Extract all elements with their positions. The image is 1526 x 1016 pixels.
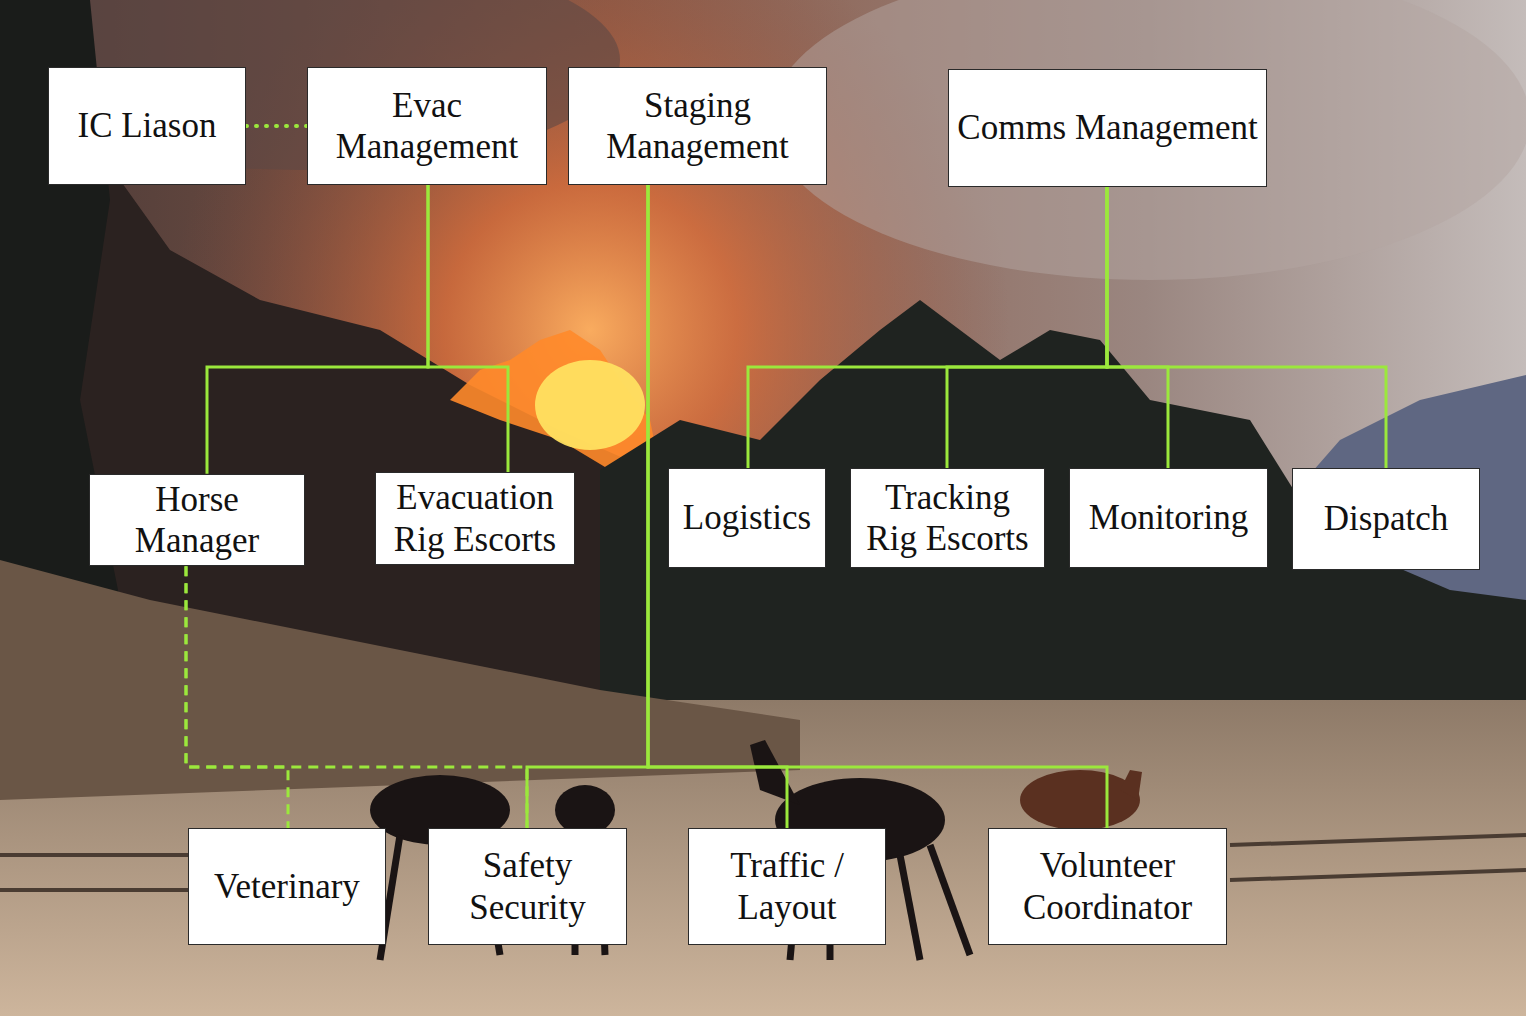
box-label: Safety Security xyxy=(437,845,618,928)
connector-line xyxy=(1107,187,1168,468)
org-box: Comms Management xyxy=(948,69,1267,187)
horse-head xyxy=(1120,770,1142,800)
connector-line xyxy=(947,187,1107,468)
box-label: Tracking Rig Escorts xyxy=(859,477,1036,560)
org-box: Horse Manager xyxy=(89,474,305,567)
flames xyxy=(450,330,660,470)
flame-core xyxy=(535,360,645,450)
box-label: Volunteer Coordinator xyxy=(997,845,1218,928)
box-label: Evacuation Rig Escorts xyxy=(384,477,566,560)
box-label: Comms Management xyxy=(957,107,1258,148)
org-box: Monitoring xyxy=(1069,468,1268,568)
horse-leg xyxy=(900,855,920,960)
org-box: IC Liason xyxy=(48,67,246,185)
brown-horse xyxy=(1020,770,1142,830)
box-label: Monitoring xyxy=(1078,497,1259,538)
org-box: Evacuation Rig Escorts xyxy=(375,472,575,565)
box-label: Staging Management xyxy=(577,85,818,168)
dashed-connector xyxy=(186,566,288,828)
fence-rail xyxy=(0,888,190,892)
connector-line xyxy=(748,187,1107,468)
box-label: Dispatch xyxy=(1301,498,1471,539)
org-box: Dispatch xyxy=(1292,468,1480,570)
org-box: Staging Management xyxy=(568,67,827,185)
fence-rail xyxy=(0,853,190,857)
box-label: Evac Management xyxy=(316,85,538,168)
box-label: Veterinary xyxy=(197,866,377,907)
connector-line xyxy=(1107,187,1386,468)
org-box: Traffic / Layout xyxy=(688,828,886,945)
org-box: Veterinary xyxy=(188,828,386,945)
org-box: Safety Security xyxy=(428,828,627,945)
horse-neck xyxy=(750,740,800,805)
horse-leg xyxy=(930,845,970,955)
dashed-connector xyxy=(246,124,307,128)
fence-rail xyxy=(1230,835,1526,845)
box-label: Traffic / Layout xyxy=(697,845,877,928)
horse-body xyxy=(1020,770,1140,830)
org-box: Logistics xyxy=(668,468,826,568)
connector-line xyxy=(207,185,428,474)
box-label: Logistics xyxy=(677,497,817,538)
org-box: Evac Management xyxy=(307,67,547,185)
connector-line xyxy=(428,185,508,472)
fence-rail xyxy=(1230,870,1526,880)
horses xyxy=(370,740,970,960)
box-label: IC Liason xyxy=(57,105,237,146)
slope xyxy=(0,560,800,800)
dashed-connector xyxy=(186,566,527,828)
org-box: Tracking Rig Escorts xyxy=(850,468,1045,568)
smoke-cloud xyxy=(770,0,1526,280)
connector-line xyxy=(648,185,1107,828)
box-label: Horse Manager xyxy=(98,479,296,562)
org-box: Volunteer Coordinator xyxy=(988,828,1227,945)
